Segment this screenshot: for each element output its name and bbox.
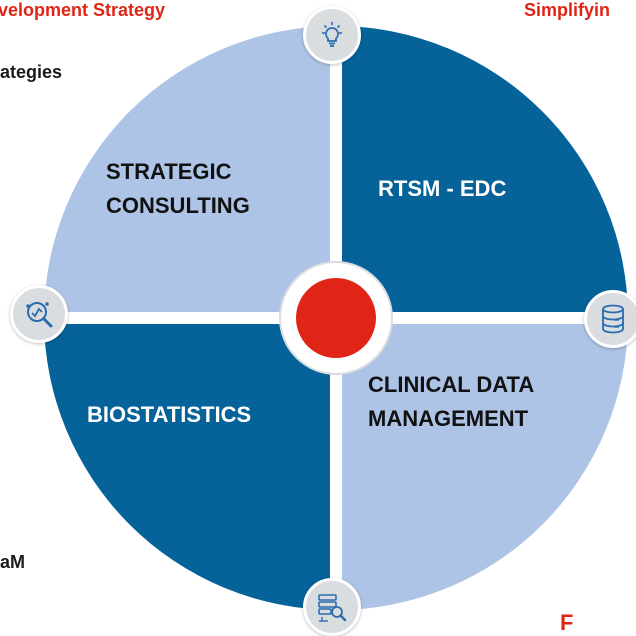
label-strategic: STRATEGIC <box>106 159 232 184</box>
lightbulb-glyph <box>322 22 342 47</box>
center-dot <box>296 278 376 358</box>
label-consulting: CONSULTING <box>106 193 250 218</box>
database-icon <box>584 290 636 348</box>
heading-development-strategy: velopment Strategy <box>0 0 166 20</box>
side-text-strategies: ategies <box>0 62 63 82</box>
heading-simplifying: Simplifyin <box>524 0 611 20</box>
quadrant-biostatistics <box>44 318 336 610</box>
analytics-magnifier-glyph <box>26 302 53 328</box>
label-management: MANAGEMENT <box>368 406 529 431</box>
analytics-magnifier-icon <box>10 285 68 343</box>
data-search-icon <box>303 578 361 636</box>
data-search-glyph <box>318 594 347 622</box>
database-glyph <box>602 304 624 334</box>
quadrant-rtsm-edc <box>336 26 628 318</box>
label-clinical-data-management: CLINICAL DATA MANAGEMENT <box>368 368 534 436</box>
side-text-am: aM <box>0 552 26 572</box>
label-clinical-data: CLINICAL DATA <box>368 372 535 397</box>
label-biostatistics: BIOSTATISTICS <box>87 402 252 427</box>
quadrant-strategic-consulting <box>44 26 336 318</box>
lightbulb-icon <box>303 6 361 64</box>
quadrant-clinical-data-management <box>336 318 628 610</box>
label-strategic-consulting: STRATEGIC CONSULTING <box>106 155 250 223</box>
label-rtsm-edc: RTSM - EDC <box>378 176 507 201</box>
